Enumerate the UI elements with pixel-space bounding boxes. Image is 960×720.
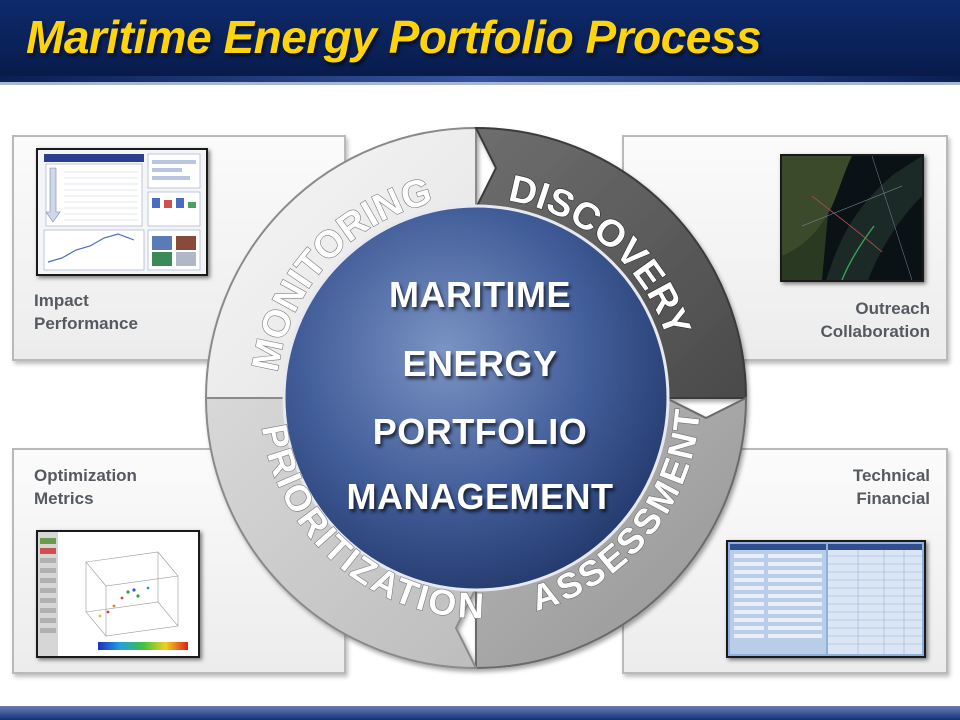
optimization-plot-image (36, 530, 200, 658)
label-metrics: Metrics (34, 489, 94, 508)
label-performance: Performance (34, 314, 138, 333)
label-optimization: Optimization (34, 466, 137, 485)
page-title: Maritime Energy Portfolio Process (26, 11, 762, 63)
technical-spreadsheet-image (726, 540, 926, 658)
label-outreach: Outreach (855, 299, 930, 318)
label-financial: Financial (856, 489, 930, 508)
header-accent-line (0, 76, 960, 82)
label-collaboration: Collaboration (820, 322, 930, 341)
label-optimization-metrics: Optimization Metrics (34, 464, 137, 510)
label-outreach-collaboration: Outreach Collaboration (820, 297, 930, 343)
label-impact: Impact (34, 291, 89, 310)
hub-line-energy: ENERGY (402, 343, 558, 384)
center-hub (282, 204, 670, 592)
hub-line-portfolio: PORTFOLIO (372, 411, 588, 452)
header-bar: Maritime Energy Portfolio Process (0, 0, 960, 85)
impact-dashboard-image (36, 148, 208, 276)
label-technical-financial: Technical Financial (853, 464, 930, 510)
footer-bar (0, 706, 960, 720)
hub-line-management: MANAGEMENT (346, 476, 614, 517)
label-impact-performance: Impact Performance (34, 289, 138, 335)
outreach-map-image (780, 154, 924, 282)
label-technical: Technical (852, 466, 930, 485)
hub-line-maritime: MARITIME (389, 274, 571, 315)
